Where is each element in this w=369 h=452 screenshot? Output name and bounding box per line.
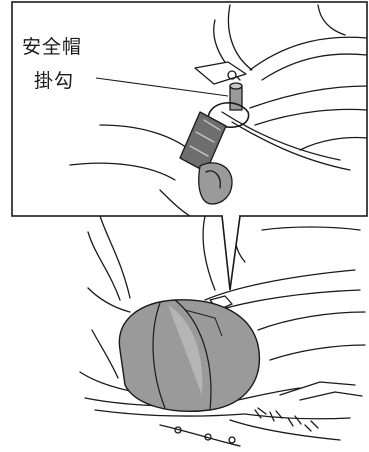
leader-line — [95, 77, 229, 97]
helmet-label: 安全帽 — [22, 36, 83, 58]
hook-label: 掛勾 — [34, 70, 75, 92]
helmet-shape — [118, 299, 260, 412]
detail-inset — [11, 1, 368, 291]
